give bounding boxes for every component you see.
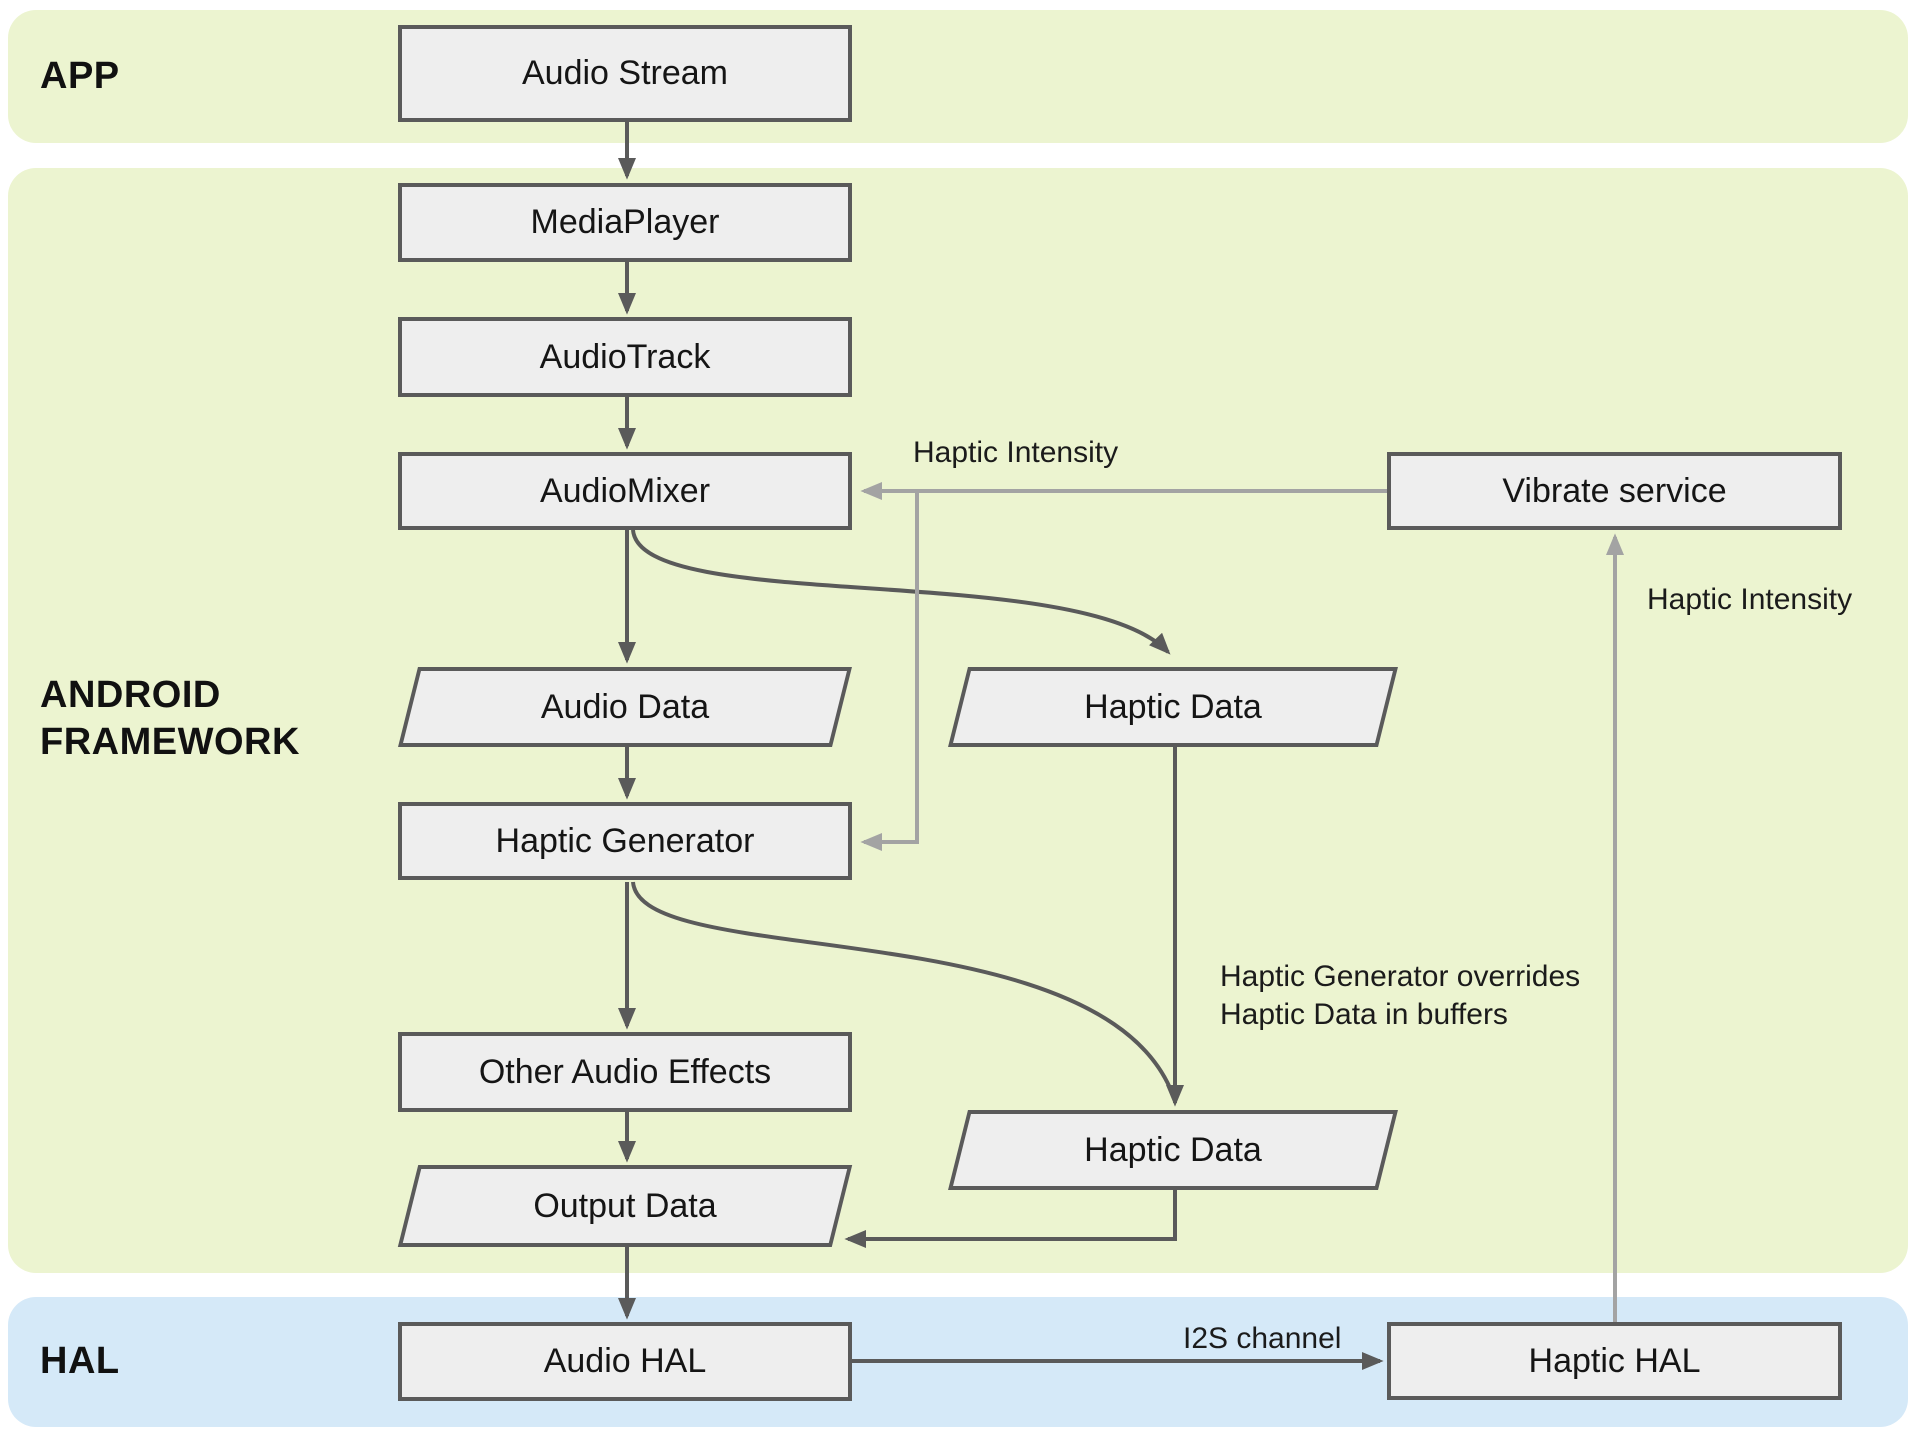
app-band xyxy=(8,10,1908,143)
haptic-generator-label: Haptic Generator xyxy=(495,821,755,860)
android-framework-band-label: ANDROID FRAMEWORK xyxy=(40,674,300,763)
audio-stream-node: Audio Stream xyxy=(398,25,852,122)
curve-hapticgenerator-to-hapticdata2 xyxy=(631,881,1172,1089)
haptic-data-1-label: Haptic Data xyxy=(1084,687,1262,726)
other-audio-effects-label: Other Audio Effects xyxy=(478,1052,772,1091)
audio-data-node: Audio Data xyxy=(398,667,852,747)
haptic-intensity-top-label: Haptic Intensity xyxy=(913,436,1119,469)
haptic-generator-overrides-annotation: Haptic Generator overrides Haptic Data i… xyxy=(1220,958,1580,1034)
haptic-data-1-node: Haptic Data xyxy=(948,667,1398,747)
vibrate-service-node: Vibrate service xyxy=(1387,452,1842,530)
override-annotation-line1: Haptic Generator overrides xyxy=(1220,960,1581,993)
media-player-label: MediaPlayer xyxy=(530,203,720,241)
vibrate-service-label: Vibrate service xyxy=(1502,471,1727,510)
haptic-generator-node: Haptic Generator xyxy=(398,802,852,880)
output-data-node: Output Data xyxy=(397,1165,853,1247)
app-band-label: APP xyxy=(40,55,120,97)
i2s-channel-label: I2S channel xyxy=(1183,1322,1342,1355)
haptic-intensity-right-label: Haptic Intensity xyxy=(1647,583,1853,616)
audio-stream-label: Audio Stream xyxy=(522,54,728,92)
haptic-data-2-label: Haptic Data xyxy=(1084,1130,1262,1169)
haptic-data-2-node: Haptic Data xyxy=(948,1110,1398,1190)
haptic-hal-node: Haptic HAL xyxy=(1387,1322,1842,1400)
arrow-audiomixer-to-hapticdata1 xyxy=(631,529,1171,655)
hal-band-label: HAL xyxy=(40,1340,120,1382)
audio-data-label: Audio Data xyxy=(540,687,710,726)
audio-mixer-label: AudioMixer xyxy=(539,471,711,510)
audio-track-label: AudioTrack xyxy=(539,337,711,376)
other-audio-effects-node: Other Audio Effects xyxy=(398,1032,852,1112)
audio-hal-node: Audio HAL xyxy=(398,1322,852,1401)
haptic-hal-label: Haptic HAL xyxy=(1528,1341,1701,1380)
audio-track-node: AudioTrack xyxy=(398,317,852,397)
override-annotation-line2: Haptic Data in buffers xyxy=(1220,998,1508,1031)
audio-hal-label: Audio HAL xyxy=(543,1342,707,1380)
media-player-node: MediaPlayer xyxy=(398,183,852,262)
arrow-vibrateservice-to-hapticgenerator xyxy=(860,491,919,851)
audio-mixer-node: AudioMixer xyxy=(398,452,852,530)
output-data-label: Output Data xyxy=(533,1186,717,1225)
arrow-hapticdata2-to-outputdata xyxy=(844,1190,1177,1248)
